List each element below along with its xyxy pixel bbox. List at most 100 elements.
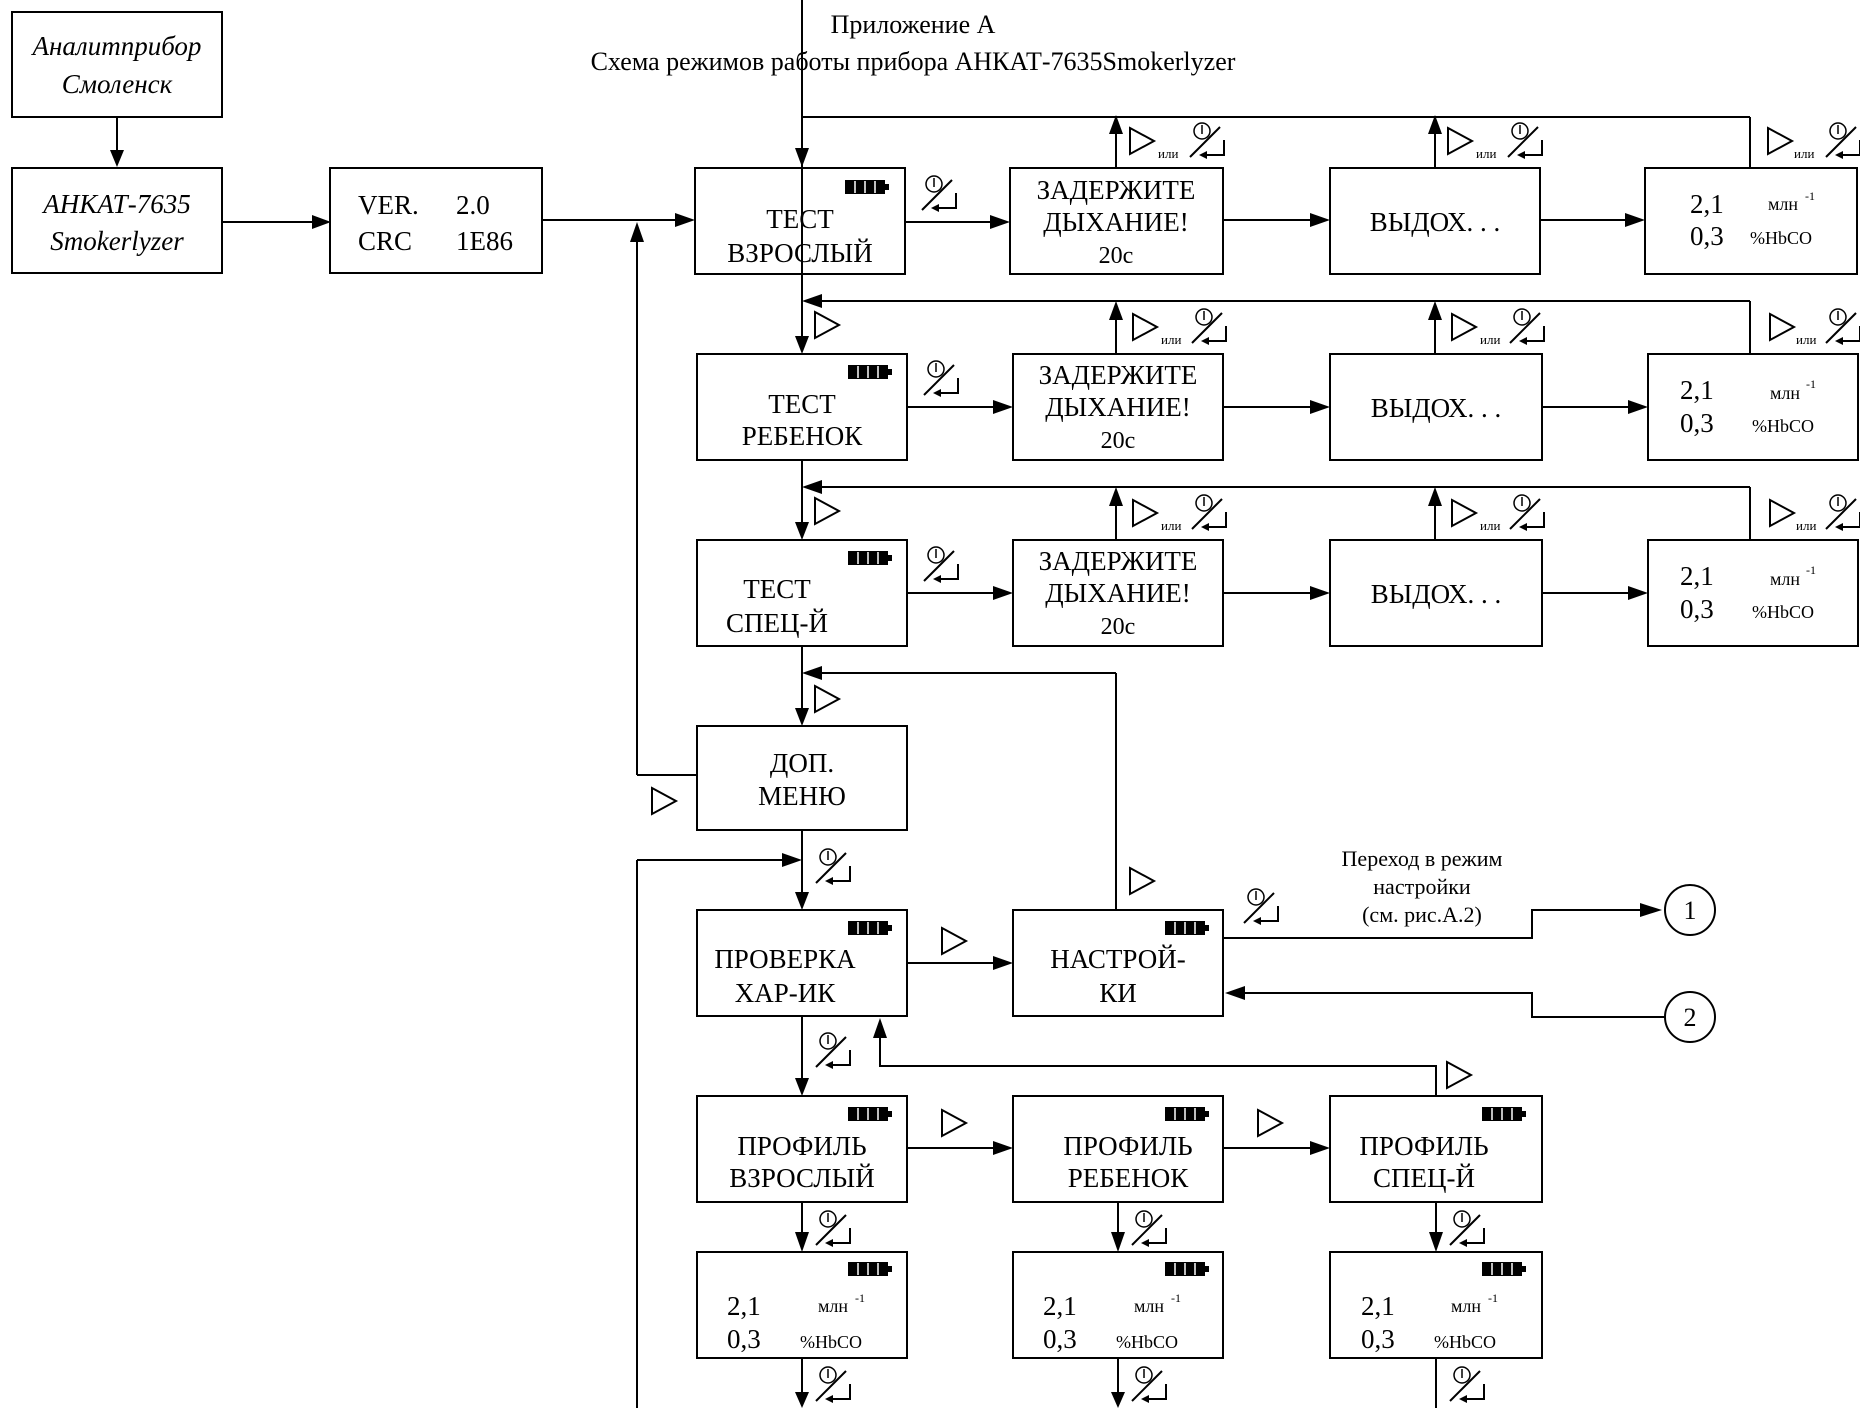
or-label: или <box>1161 332 1181 347</box>
transition-line-3: (см. рис.А.2) <box>1362 902 1482 927</box>
model-box <box>11 167 223 274</box>
next-icon <box>941 927 967 955</box>
power-enter-icon <box>1131 1366 1167 1404</box>
next-icon <box>814 311 840 339</box>
next-icon <box>1132 313 1158 341</box>
hold-line-2: ДЫХАНИЕ! <box>1043 207 1188 237</box>
ver-key: VER. <box>358 190 419 220</box>
profile-child-line-2: РЕБЕНОК <box>1068 1163 1190 1193</box>
maker-box <box>11 11 223 118</box>
result-unit-2: %HbCO <box>1434 1332 1496 1352</box>
result-unit-2: %HbCO <box>1752 602 1814 622</box>
profile-adult-line-2: ВЗРОСЛЫЙ <box>729 1163 874 1193</box>
crc-key: CRC <box>358 226 412 256</box>
transition-line-2: настройки <box>1373 874 1471 899</box>
maker-line-1: Аналитприбор <box>31 31 202 61</box>
power-enter-icon <box>1825 494 1860 532</box>
hold-line-1: ЗАДЕРЖИТЕ <box>1039 546 1198 576</box>
power-enter-icon <box>1507 122 1543 160</box>
power-enter-icon <box>923 546 959 584</box>
hold-line-1: ЗАДЕРЖИТЕ <box>1037 175 1196 205</box>
crc-value: 1E86 <box>456 226 513 256</box>
battery-icon <box>847 1261 893 1277</box>
result-unit-2: %HbCO <box>1750 228 1812 248</box>
next-icon <box>1129 867 1155 895</box>
check-line-2: ХАР-ИК <box>735 978 837 1008</box>
power-enter-icon <box>815 1366 851 1404</box>
title-line-1: Приложение А <box>831 10 996 39</box>
version-box <box>329 167 543 274</box>
result-value-2: 0,3 <box>1680 594 1714 624</box>
maker-line-2: Смоленск <box>62 69 173 99</box>
power-enter-icon <box>1189 122 1225 160</box>
next-icon <box>1129 127 1155 155</box>
result-unit-1: млн <box>1451 1296 1481 1316</box>
result-value-1: 2,1 <box>1680 375 1714 405</box>
profile-child-line-1: ПРОФИЛЬ <box>1063 1131 1192 1161</box>
battery-icon <box>1481 1106 1527 1122</box>
battery-icon <box>1164 1106 1210 1122</box>
battery-icon <box>844 179 890 195</box>
battery-icon <box>1164 920 1210 936</box>
next-icon <box>1132 499 1158 527</box>
test-special-line-1: ТЕСТ <box>743 574 811 604</box>
check-line-1: ПРОВЕРКА <box>714 944 856 974</box>
test-child-line-2: РЕБЕНОК <box>742 421 864 451</box>
power-enter-icon <box>1191 494 1227 532</box>
result-unit-1: млн <box>1770 569 1800 589</box>
result-unit-2: %HbCO <box>1752 416 1814 436</box>
result-unit-1: млн <box>818 1296 848 1316</box>
result-box <box>1647 539 1859 647</box>
next-icon <box>1769 499 1795 527</box>
battery-icon <box>1481 1261 1527 1277</box>
menu-line-2: МЕНЮ <box>758 781 846 811</box>
or-label: или <box>1796 518 1816 533</box>
profile-adult-line-1: ПРОФИЛЬ <box>737 1131 866 1161</box>
result-unit-1: млн <box>1770 383 1800 403</box>
power-enter-icon <box>921 175 957 213</box>
or-label: или <box>1158 146 1178 161</box>
result-value-1: 2,1 <box>1043 1291 1077 1321</box>
result-unit-sup: -1 <box>1171 1291 1181 1305</box>
connector-1 <box>1664 884 1716 936</box>
battery-icon <box>847 364 893 380</box>
result-value-2: 0,3 <box>1680 408 1714 438</box>
result-box <box>1644 167 1858 275</box>
test-adult-line-1: ТЕСТ <box>766 204 834 234</box>
settings-line-1: НАСТРОЙ- <box>1050 944 1186 974</box>
connector-2-label: 2 <box>1684 1003 1697 1032</box>
profile-special-line-1: ПРОФИЛЬ <box>1359 1131 1488 1161</box>
result-value-1: 2,1 <box>1680 561 1714 591</box>
power-enter-icon <box>923 360 959 398</box>
or-label: или <box>1480 518 1500 533</box>
result-unit-sup: -1 <box>1806 563 1816 577</box>
settings-line-2: КИ <box>1099 978 1137 1008</box>
battery-icon <box>847 920 893 936</box>
result-value-1: 2,1 <box>1690 189 1724 219</box>
result-box <box>1647 353 1859 461</box>
result-unit-2: %HbCO <box>1116 1332 1178 1352</box>
power-enter-icon <box>815 1210 851 1248</box>
hold-breath-box <box>1009 167 1224 275</box>
battery-icon <box>847 1106 893 1122</box>
exhale-label: ВЫДОХ. . . <box>1371 393 1502 423</box>
power-enter-icon <box>815 848 851 886</box>
power-enter-icon <box>1243 888 1279 926</box>
test-special-box <box>696 539 908 647</box>
result-value-2: 0,3 <box>1690 221 1724 251</box>
power-enter-icon <box>1825 122 1860 160</box>
extra-menu-box <box>696 725 908 831</box>
result-unit-1: млн <box>1768 194 1798 214</box>
power-enter-icon <box>1509 494 1545 532</box>
next-icon <box>941 1109 967 1137</box>
profile-special-line-2: СПЕЦ-Й <box>1373 1163 1475 1193</box>
test-special-line-2: СПЕЦ-Й <box>726 608 828 638</box>
transition-line-1: Переход в режим <box>1342 846 1503 871</box>
power-enter-icon <box>1131 1210 1167 1248</box>
menu-line-1: ДОП. <box>770 748 834 778</box>
result-value-2: 0,3 <box>1361 1324 1395 1354</box>
hold-breath-box <box>1012 539 1224 647</box>
test-adult-line-2: ВЗРОСЛЫЙ <box>727 238 872 268</box>
or-label: или <box>1161 518 1181 533</box>
